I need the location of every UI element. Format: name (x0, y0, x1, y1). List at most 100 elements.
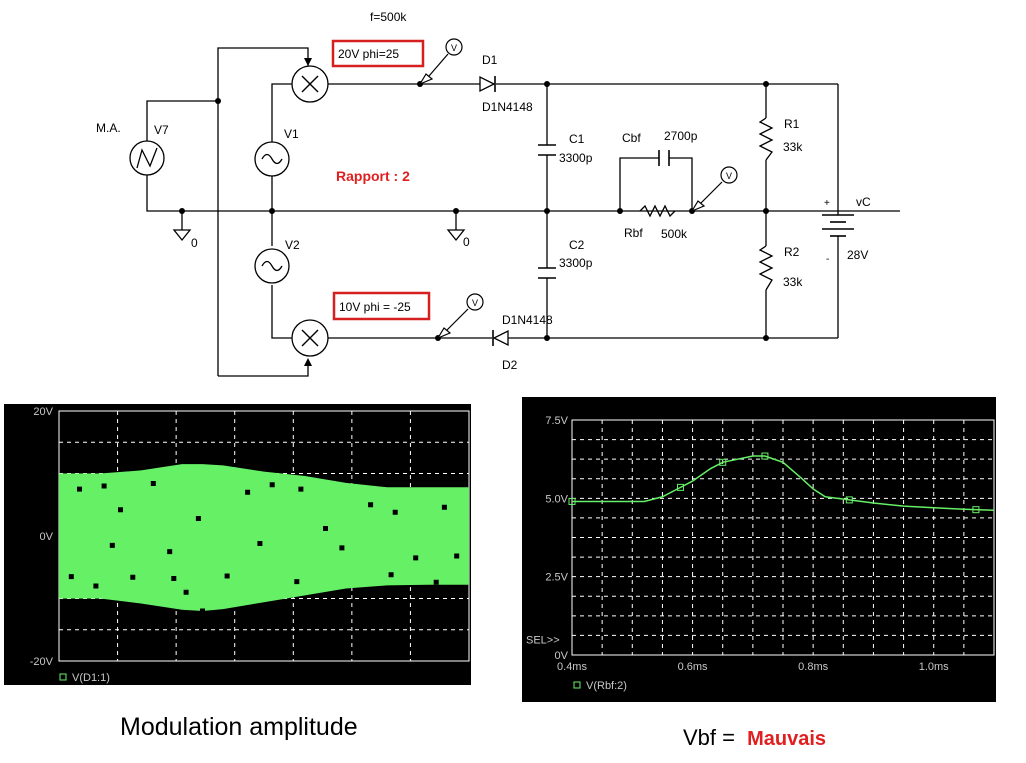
r2-resistor (758, 245, 774, 291)
sel-label: SEL>> (526, 634, 560, 646)
x-tick-label: 0.4ms (557, 661, 587, 673)
plot-frame (571, 419, 995, 656)
svg-text:V: V (726, 171, 732, 181)
trace-marker (294, 579, 300, 585)
legend-marker (59, 673, 67, 681)
ma-source-icon (129, 140, 165, 176)
r1-resistor (758, 117, 774, 161)
series-marker (972, 506, 980, 514)
c1-capacitor (538, 144, 556, 156)
r1-value: 33k (783, 140, 803, 154)
trace-marker (93, 583, 99, 589)
cbf-capacitor (658, 150, 670, 166)
y-tick-label: 7.5V (545, 415, 568, 427)
signal-envelope-area (59, 464, 469, 611)
v2-ac-source-icon (254, 248, 290, 284)
r1-label: R1 (784, 117, 800, 131)
rbf-resistor (639, 204, 676, 218)
bottom-source-parameter-text: 10V phi = -25 (339, 300, 411, 314)
trace-marker (200, 608, 205, 614)
ma-label: M.A. (96, 121, 121, 135)
cbf-value: 2700p (664, 129, 698, 143)
svg-text:V: V (472, 298, 478, 308)
series-marker (845, 496, 853, 504)
vbf-caption-prefix: Vbf = (683, 725, 735, 750)
multiplier-top-icon (291, 58, 329, 103)
trace-marker (339, 545, 345, 551)
legend-marker (573, 681, 581, 689)
d1-model-label: D1N4148 (482, 100, 533, 114)
ratio-label: Rapport : 2 (336, 168, 410, 184)
voltage-probe-icon: V (436, 293, 484, 340)
vc-value: 28V (847, 248, 868, 262)
trace-marker (109, 542, 115, 548)
vbf-series-line (572, 455, 995, 511)
trace-marker (245, 489, 251, 495)
x-tick-label: 1.0ms (919, 661, 949, 673)
trace-marker (68, 574, 74, 580)
trace-marker (257, 541, 263, 546)
rbf-value: 500k (661, 227, 688, 241)
trace-marker (441, 504, 447, 510)
v1-ac-source-icon (254, 141, 290, 177)
r2-value: 33k (783, 275, 803, 289)
d2-diode (492, 329, 509, 347)
trace-marker (171, 576, 177, 581)
y-tick-label: 2.5V (545, 572, 568, 584)
ground-icon (446, 229, 466, 242)
ground-label: 0 (463, 235, 470, 249)
trace-marker (359, 592, 365, 598)
legend-label: V(Rbf:2) (586, 680, 627, 692)
d1-diode (479, 75, 496, 93)
cbf-label: Cbf (622, 131, 641, 145)
d1-label: D1 (482, 53, 498, 67)
battery-plus-label: + (824, 198, 830, 209)
series-marker (677, 483, 685, 491)
ground-icon (172, 229, 192, 242)
y-tick-label: 5.0V (545, 493, 568, 505)
legend-label: V(D1:1) (72, 672, 110, 684)
trace-marker (265, 602, 271, 608)
trace-marker (323, 526, 328, 531)
trace-marker (388, 572, 394, 578)
r2-label: R2 (784, 245, 800, 259)
top-source-parameter-text: 20V phi=25 (338, 47, 399, 61)
c1-value: 3300p (559, 151, 593, 165)
c2-value: 3300p (559, 256, 593, 270)
trace-marker (195, 516, 201, 521)
ground-label: 0 (191, 236, 198, 250)
x-tick-label: 0.8ms (798, 661, 828, 673)
top-source-parameter-box (331, 39, 425, 68)
trace-marker (167, 549, 173, 555)
vbf-caption: Vbf = Mauvais (683, 725, 826, 751)
vc-label: vC (856, 195, 871, 209)
voltage-probe-icon: V (690, 166, 738, 213)
trace-marker (150, 481, 156, 486)
circuit-schematic: V V V f=500k 20V phi=25 10V phi = -25 M.… (96, 10, 900, 377)
series-marker (719, 458, 727, 466)
vc-battery (822, 214, 854, 237)
c2-capacitor (538, 267, 556, 279)
trace-marker (77, 486, 82, 492)
battery-minus-label: - (826, 254, 829, 265)
y-tick-label: -20V (30, 656, 54, 668)
series-marker (568, 497, 576, 505)
trace-marker (130, 574, 136, 580)
y-tick-label: 0V (555, 650, 569, 662)
rbf-label: Rbf (624, 226, 643, 240)
trace-marker (224, 573, 230, 579)
bottom-source-parameter-box (332, 291, 431, 321)
v2-label: V2 (285, 238, 300, 252)
trace-marker (118, 507, 123, 513)
trace-marker (433, 579, 439, 585)
v7-label: V7 (154, 123, 169, 137)
frequency-label: f=500k (370, 10, 407, 24)
trace-marker (101, 483, 107, 489)
trace-marker (368, 502, 374, 508)
series-marker (761, 452, 769, 460)
trace-marker (183, 589, 189, 595)
vbf-caption-verdict: Mauvais (747, 728, 827, 750)
